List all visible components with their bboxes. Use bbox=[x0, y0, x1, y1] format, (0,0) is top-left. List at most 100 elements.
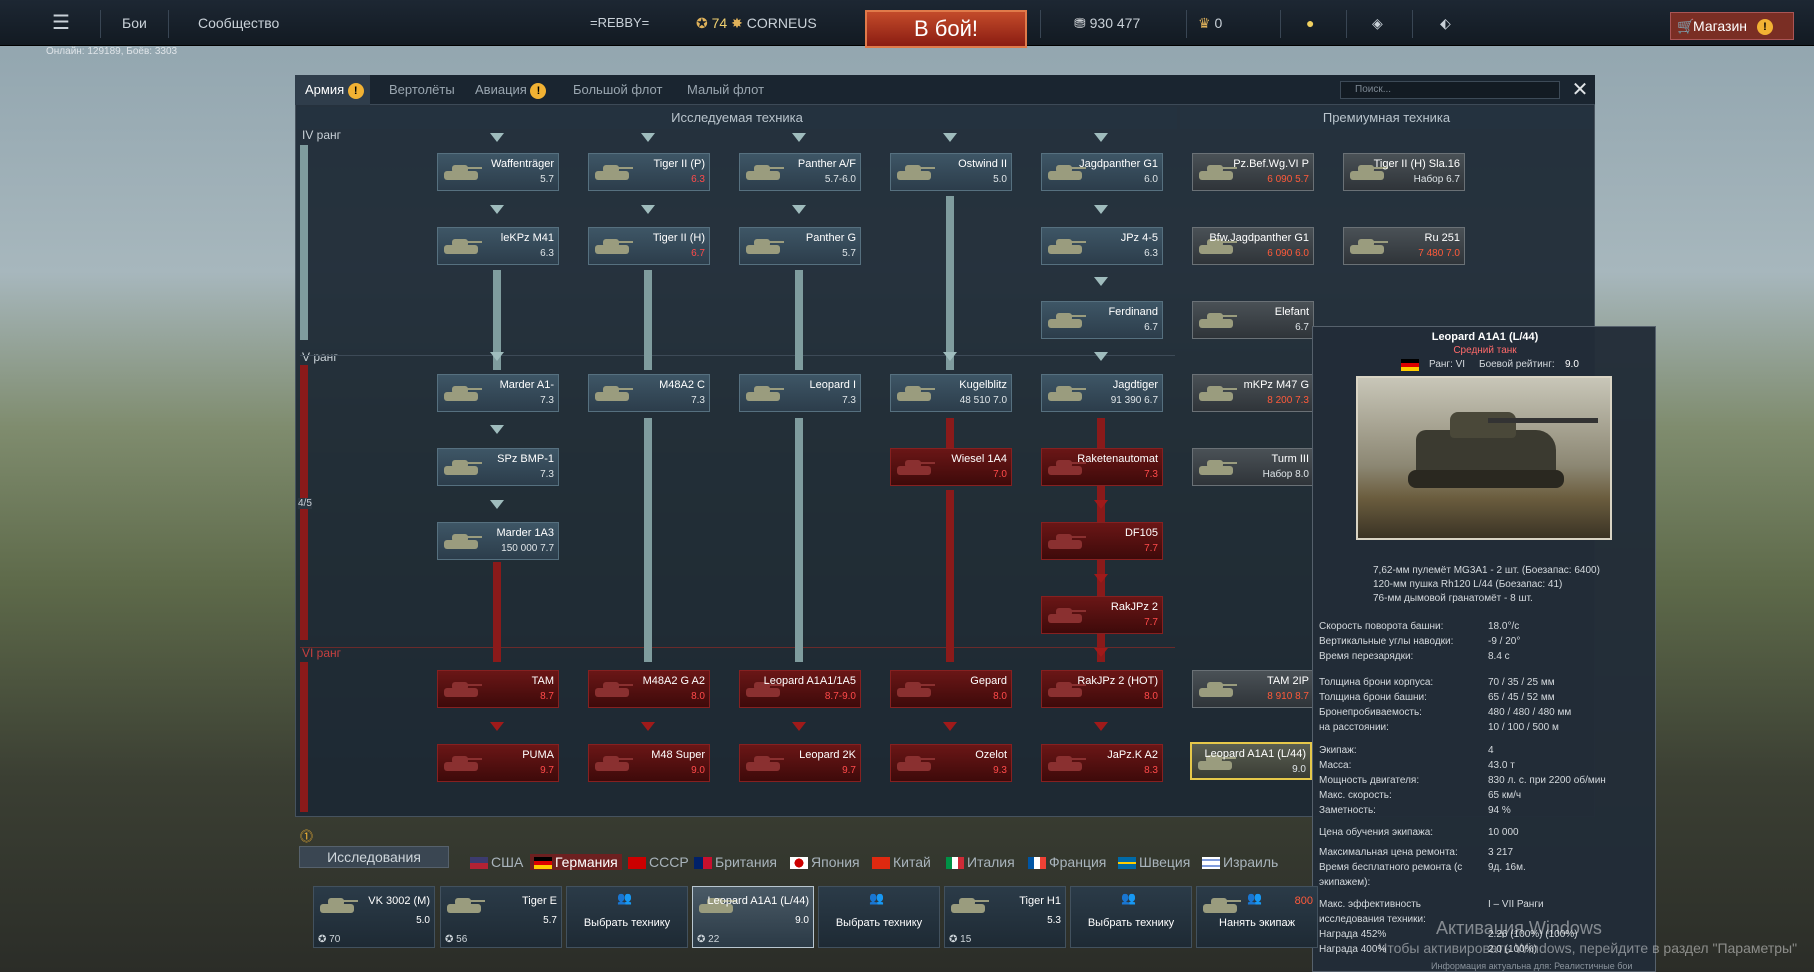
community-menu[interactable]: Сообщество bbox=[198, 15, 280, 31]
search-input[interactable]: Поиск... bbox=[1340, 81, 1560, 99]
menu-icon[interactable]: ☰ bbox=[52, 12, 70, 34]
tab-coastal-fleet[interactable]: Малый флот bbox=[687, 82, 765, 97]
tab-helicopters[interactable]: Вертолёты bbox=[389, 82, 455, 97]
gold-balance[interactable]: ♛ 0 bbox=[1198, 0, 1222, 46]
battle-rating: 9.7 bbox=[540, 765, 554, 776]
vehicle-card[interactable]: Marder A1-7.3 bbox=[437, 374, 559, 412]
lightbulb-icon[interactable]: ● bbox=[1306, 15, 1315, 31]
nation-tab[interactable]: СССР bbox=[628, 854, 689, 870]
research-button[interactable]: Исследования bbox=[299, 846, 449, 868]
rank-5-label: V ранг bbox=[302, 350, 338, 364]
tooltip-br: 9.0 bbox=[1565, 359, 1579, 370]
nation-tab[interactable]: Швеция bbox=[1118, 854, 1190, 870]
squad-tag: =REBBY= bbox=[590, 15, 650, 30]
crew-slot[interactable]: Выбрать технику👥 bbox=[818, 886, 940, 948]
nation-tab[interactable]: Британия bbox=[694, 854, 777, 870]
tab-army[interactable]: Армия ! bbox=[295, 75, 370, 105]
tab-aviation[interactable]: Авиация ! bbox=[475, 75, 547, 105]
nation-tab[interactable]: США bbox=[470, 854, 523, 870]
nation-tab[interactable]: Япония bbox=[790, 854, 860, 870]
nation-tab[interactable]: Израиль bbox=[1202, 854, 1278, 870]
vehicle-card[interactable]: Tiger II (H)6.7 bbox=[588, 227, 710, 265]
battles-menu[interactable]: Бои bbox=[122, 15, 147, 31]
tank-icon bbox=[593, 382, 633, 404]
vehicle-name: Jagdtiger bbox=[1112, 379, 1158, 391]
medal-icon: ✸ bbox=[731, 15, 743, 31]
slot-vehicle-name: Tiger E bbox=[521, 895, 557, 907]
shop-button[interactable]: 🛒 Магазин ! bbox=[1670, 12, 1794, 40]
nation-tab[interactable]: Германия bbox=[530, 854, 622, 870]
vehicle-name: Waffenträger bbox=[491, 158, 554, 170]
tank-icon bbox=[1197, 678, 1237, 700]
tank-icon bbox=[1348, 161, 1388, 183]
battle-rating: 8.7 bbox=[540, 691, 554, 702]
to-battle-button[interactable]: В бой! bbox=[865, 10, 1027, 48]
tab-bluewater-fleet[interactable]: Большой флот bbox=[573, 82, 663, 97]
nation-tab[interactable]: Китай bbox=[872, 854, 931, 870]
tank-icon bbox=[744, 752, 784, 774]
crew-slot[interactable]: VK 3002 (M)5.0✪ 70 bbox=[313, 886, 435, 948]
vehicle-card[interactable]: RakJPz 2 (HOT)8.0 bbox=[1041, 670, 1163, 708]
rank-4-label: IV ранг bbox=[302, 128, 342, 142]
stat-label: Макс. скорость: bbox=[1319, 790, 1392, 801]
nation-tab[interactable]: Франция bbox=[1028, 854, 1106, 870]
rank-progress-bar bbox=[300, 145, 308, 340]
silver-balance[interactable]: ⛃ 930 477 bbox=[1074, 0, 1140, 46]
vehicle-card[interactable]: Tiger II (P)6.3 bbox=[588, 153, 710, 191]
crew-slot[interactable]: Нанять экипаж👥800 bbox=[1196, 886, 1318, 948]
alert-icon[interactable]: ⓵ bbox=[300, 829, 314, 844]
crew-slot[interactable]: Выбрать технику👥 bbox=[566, 886, 688, 948]
nation-label: Британия bbox=[715, 854, 777, 870]
marketplace-icon[interactable]: ◈ bbox=[1372, 15, 1383, 31]
coupon-icon[interactable]: ⬖ bbox=[1440, 15, 1451, 31]
close-icon[interactable]: ✕ bbox=[1571, 79, 1589, 101]
crew-slot[interactable]: Leopard A1A1 (L/44)9.0✪ 22 bbox=[692, 886, 814, 948]
vehicle-name: SPz BMP-1 bbox=[497, 453, 554, 465]
nation-tab[interactable]: Италия bbox=[946, 854, 1015, 870]
tank-icon bbox=[1046, 235, 1086, 257]
crew-slot[interactable]: Выбрать технику👥 bbox=[1070, 886, 1192, 948]
tank-icon bbox=[697, 894, 737, 916]
vehicle-name: Leopard 2K bbox=[799, 749, 856, 761]
connector bbox=[946, 490, 954, 662]
premium-vehicle-card[interactable]: Leopard A1A1 (L/44)9.0 bbox=[1190, 742, 1312, 780]
player-info[interactable]: ✪ 74 ✸ CORNEUS bbox=[696, 0, 817, 46]
